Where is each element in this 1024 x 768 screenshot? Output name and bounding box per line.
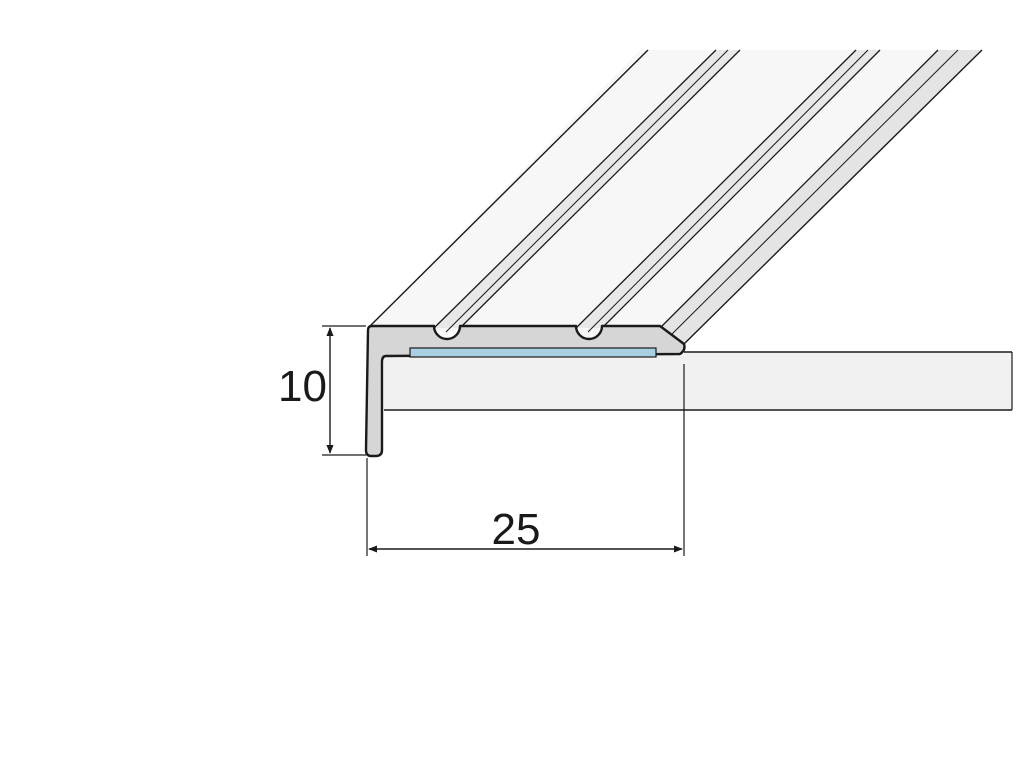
groove-right <box>575 49 881 333</box>
adhesive-tape <box>409 347 657 358</box>
stair-step <box>384 351 1013 411</box>
profile-nose-edge <box>659 49 983 345</box>
width-dim-label: 25 <box>492 505 541 554</box>
height-dim-label: 10 <box>278 362 327 411</box>
profile-extrusion <box>367 49 983 345</box>
extrusion-left-edge <box>367 49 649 329</box>
groove-left <box>433 49 741 333</box>
profile-cross-section <box>364 324 686 458</box>
height-dimension: 10 <box>278 325 366 456</box>
extrusion-top-surface <box>368 50 982 344</box>
step-front-face <box>384 352 1012 410</box>
width-dimension: 25 <box>366 364 685 556</box>
